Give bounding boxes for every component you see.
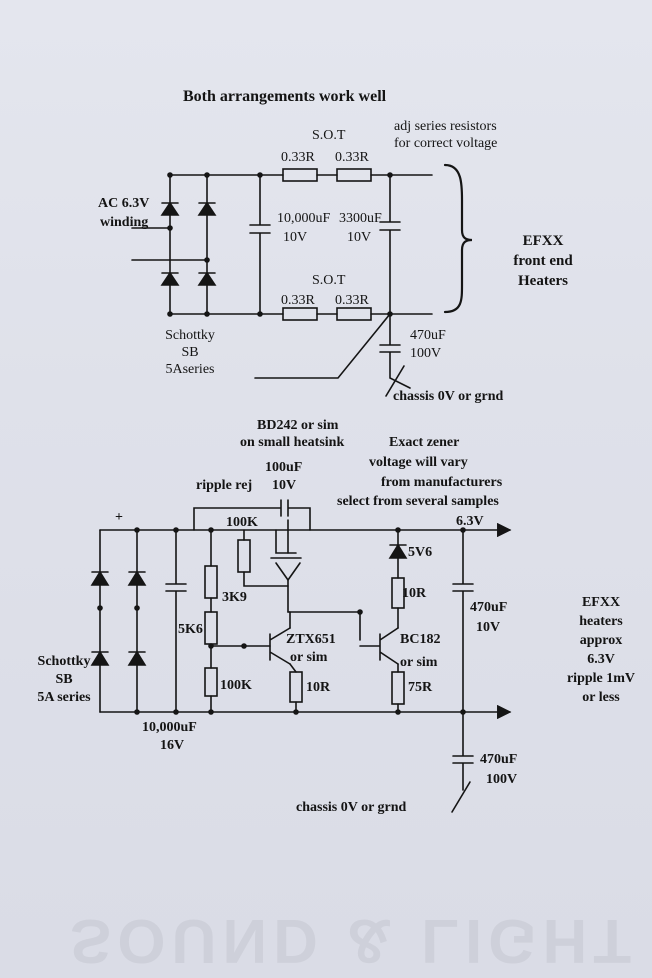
ztx651-sim-label: or sim: [290, 650, 328, 665]
ground-cap-voltage: 100V: [486, 772, 518, 787]
adj-note-line2: for correct voltage: [394, 136, 498, 151]
sot-upper-label: S.O.T: [312, 128, 346, 143]
top-circuit: [131, 163, 473, 397]
top-diodes: [160, 201, 217, 286]
reservoir-cap-value: 10,000uF: [142, 720, 197, 735]
sot-lower-label: S.O.T: [312, 273, 346, 288]
load-bottom-line2: heaters: [579, 614, 623, 629]
top-junctions: [167, 172, 393, 317]
top-diode-label-line1: Schottky: [165, 328, 215, 343]
output-voltage-label: 6.3V: [456, 514, 484, 529]
top-ground-label: chassis 0V or grnd: [393, 389, 504, 404]
bottom-diode-label-line3: 5A series: [37, 690, 91, 705]
ripple-cap-label: ripple rej: [196, 478, 253, 493]
reservoir-cap-voltage: 16V: [160, 738, 185, 753]
load-bottom-line1: EFXX: [581, 595, 621, 610]
bottom-ground-label: chassis 0V or grnd: [296, 800, 407, 815]
resistor-75r-label: 75R: [408, 680, 433, 695]
cap-c3-value: 470uF: [410, 328, 446, 343]
ripple-cap-voltage: 10V: [272, 478, 297, 493]
resistor-10r-right-label: 10R: [402, 586, 427, 601]
resistor-3k9-label: 3K9: [222, 590, 247, 605]
bc182-label: BC182: [400, 632, 441, 647]
resistor-10r-bottom-label: 10R: [306, 680, 331, 695]
load-bottom-line6: or less: [582, 690, 620, 705]
top-diode-label-line3: 5Aseries: [165, 362, 215, 377]
bottom-diode-label-line1: Schottky: [37, 654, 91, 669]
page-watermark: SOUND & LIGHT: [70, 906, 638, 975]
top-diode-label-line2: SB: [181, 345, 199, 360]
zener-note-line1: Exact zener: [389, 435, 460, 450]
bd242-label-line2: on small heatsink: [240, 435, 345, 450]
load-top-line2: front end: [513, 253, 573, 269]
bottom-junctions: [97, 527, 466, 715]
cap-c1-voltage: 10V: [283, 230, 308, 245]
cap-c2-value: 3300uF: [339, 211, 382, 226]
resistor-r1-label: 0.33R: [281, 150, 315, 165]
resistor-100k-bottom-label: 100K: [220, 678, 252, 693]
ac-winding-label-line2: winding: [100, 215, 149, 230]
load-bottom-line4: 6.3V: [587, 652, 615, 667]
ztx651-label: ZTX651: [286, 632, 336, 647]
bottom-circuit: [99, 499, 512, 813]
resistor-5k6-label: 5K6: [178, 622, 203, 637]
ac-winding-label-line1: AC 6.3V: [98, 196, 150, 211]
load-top-line3: Heaters: [518, 273, 568, 289]
bottom-diode-label-line2: SB: [55, 672, 73, 687]
resistor-r2-label: 0.33R: [335, 150, 369, 165]
resistor-r3-label: 0.33R: [281, 293, 315, 308]
load-top-line1: EFXX: [522, 233, 564, 249]
page-title: Both arrangements work well: [183, 88, 387, 105]
zener-label: 5V6: [408, 545, 433, 560]
load-bottom-line3: approx: [579, 633, 623, 648]
output-cap-value: 470uF: [470, 600, 508, 615]
cap-c3-voltage: 100V: [410, 346, 442, 361]
ripple-cap-value: 100uF: [265, 460, 303, 475]
zener-note-line4: select from several samples: [337, 494, 499, 509]
bd242-label-line1: BD242 or sim: [257, 418, 339, 433]
cap-c1-value: 10,000uF: [277, 211, 331, 226]
cap-c2-voltage: 10V: [347, 230, 372, 245]
ground-cap-value: 470uF: [480, 752, 518, 767]
output-cap-voltage: 10V: [476, 620, 501, 635]
plus-sign: +: [115, 510, 123, 525]
bottom-diodes: [90, 570, 147, 666]
load-bottom-line5: ripple 1mV: [566, 671, 636, 686]
adj-note-line1: adj series resistors: [394, 119, 497, 134]
resistor-100k-top-label: 100K: [226, 515, 258, 530]
zener-note-line2: voltage will vary: [369, 455, 468, 470]
bc182-sim-label: or sim: [400, 655, 438, 670]
resistor-r4-label: 0.33R: [335, 293, 369, 308]
zener-note-line3: from manufacturers: [381, 475, 503, 490]
